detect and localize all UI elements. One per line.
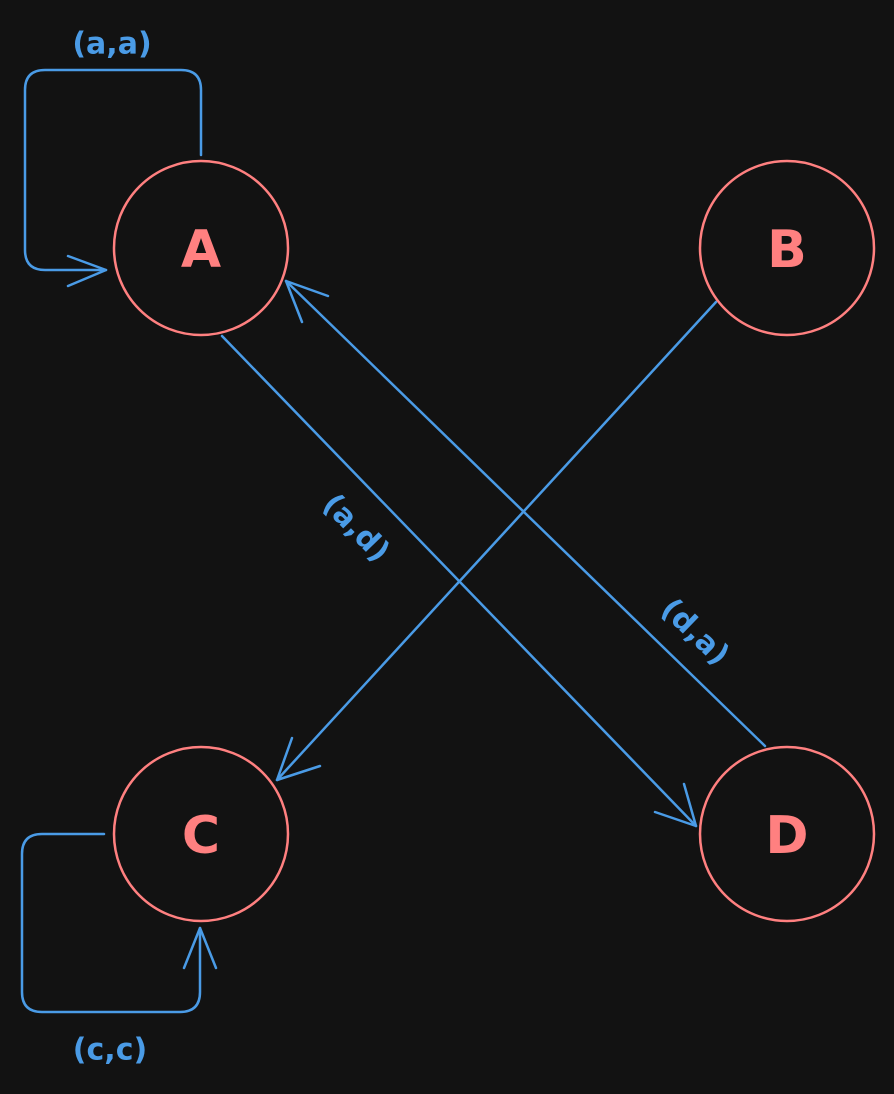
edge-a-a-line — [23, 68, 203, 272]
edge-a-a-label: (a,a) — [72, 27, 151, 62]
node-b[interactable]: B — [698, 159, 876, 337]
node-c-label: C — [182, 806, 220, 866]
edge-a-d-arrowhead — [653, 782, 698, 828]
node-b-circle — [698, 159, 876, 337]
node-a[interactable]: A — [112, 159, 290, 337]
edge-b-c — [275, 300, 718, 782]
node-a-label: A — [181, 220, 221, 280]
node-d-circle — [698, 745, 876, 923]
edge-c-c-arrowhead — [182, 926, 218, 970]
node-b-label: B — [767, 220, 807, 280]
edge-b-c-line — [275, 300, 718, 782]
edge-d-a-line — [284, 279, 767, 748]
node-a-circle — [112, 159, 290, 337]
node-c[interactable]: C — [112, 745, 290, 923]
edge-a-a-arrowhead — [66, 254, 108, 288]
nodes: A B C D — [112, 159, 876, 923]
edge-c-c-line — [20, 832, 202, 1014]
edges: (a,a) (a,d) (d,a) (c,c) — [20, 27, 767, 1068]
node-d-label: D — [765, 806, 808, 866]
node-d[interactable]: D — [698, 745, 876, 923]
edge-c-c: (c,c) — [20, 832, 218, 1068]
edge-b-c-arrowhead — [275, 736, 322, 782]
edge-a-d-label: (a,d) — [315, 487, 396, 569]
edge-a-a: (a,a) — [23, 27, 203, 288]
edge-c-c-label: (c,c) — [73, 1033, 147, 1068]
edge-d-a-label: (d,a) — [654, 591, 736, 672]
edge-d-a-arrowhead — [284, 279, 330, 324]
node-c-circle — [112, 745, 290, 923]
